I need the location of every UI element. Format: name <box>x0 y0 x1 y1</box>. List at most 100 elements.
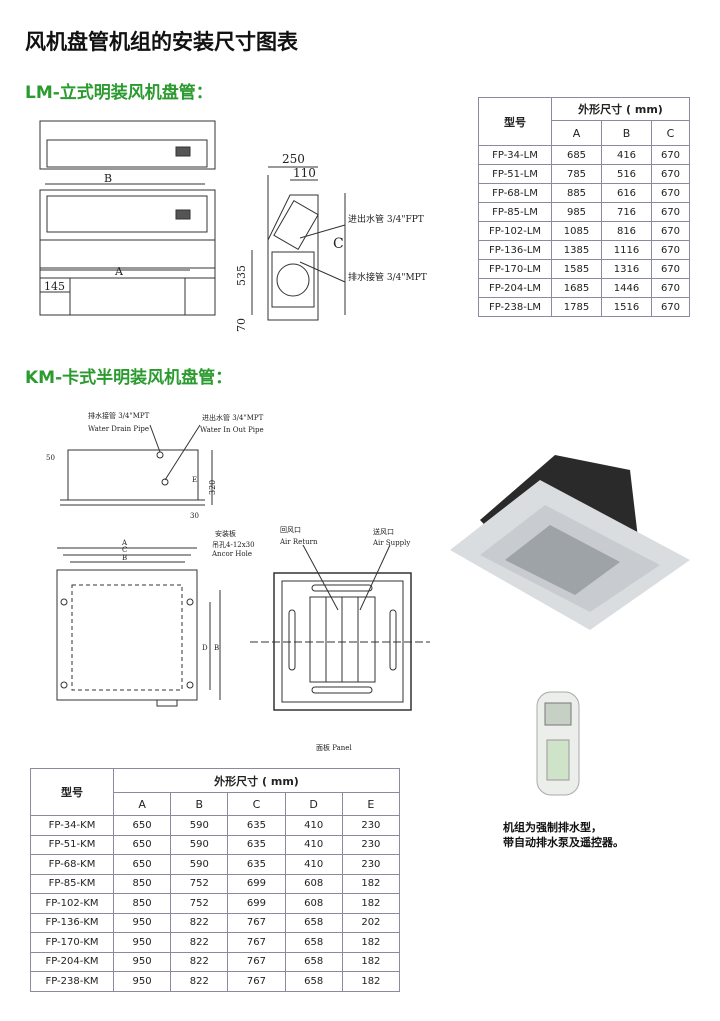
dimension-cell: 1316 <box>601 259 652 279</box>
dimension-cell: 590 <box>170 815 229 836</box>
col-A: A <box>112 792 172 816</box>
dim-C: C <box>333 236 344 252</box>
dimension-cell: 658 <box>284 951 343 972</box>
dimension-cell: 650 <box>112 815 172 836</box>
page-title: 风机盘管机组的安装尺寸图表 <box>25 30 298 54</box>
dim-535: 535 <box>235 265 248 286</box>
dimension-cell: 850 <box>112 893 172 914</box>
dimension-cell: 182 <box>341 873 401 894</box>
dimension-cell: 658 <box>284 912 343 933</box>
dimension-cell: 850 <box>112 873 172 894</box>
dimension-cell: 516 <box>601 164 652 184</box>
col-B: B <box>170 792 229 816</box>
dimension-cell: 182 <box>341 951 401 972</box>
dimension-cell: 670 <box>651 164 690 184</box>
dim-header: 外形尺寸 ( mm) <box>113 768 400 793</box>
dimension-cell: 716 <box>601 202 652 222</box>
dim-30: 30 <box>190 512 199 520</box>
col-B: B <box>601 120 652 146</box>
dimension-cell: 410 <box>284 815 343 836</box>
dimension-cell: 608 <box>284 893 343 914</box>
dimension-cell: 416 <box>601 145 652 165</box>
dimension-cell: 670 <box>651 240 690 260</box>
dimension-cell: 985 <box>551 202 602 222</box>
dim-145: 145 <box>44 280 65 293</box>
model-cell: FP-136-LM <box>478 240 552 260</box>
dimension-cell: 767 <box>227 932 286 953</box>
dimension-cell: 650 <box>112 834 172 855</box>
dimension-cell: 822 <box>170 912 229 933</box>
model-cell: FP-85-LM <box>478 202 552 222</box>
dimension-cell: 699 <box>227 893 286 914</box>
dimension-cell: 658 <box>284 971 343 992</box>
drain-en-label: Water Drain Pipe <box>88 425 149 433</box>
return-cn-label: 回风口 <box>280 526 301 534</box>
model-header: 型号 <box>30 768 114 816</box>
dimension-cell: 752 <box>170 873 229 894</box>
hole-cn-label: 吊孔4-12x30 <box>212 541 255 549</box>
supply-cn-label: 送风口 <box>373 527 394 536</box>
dim-320: 320 <box>208 480 217 495</box>
model-cell: FP-170-LM <box>478 259 552 279</box>
dimension-cell: 767 <box>227 951 286 972</box>
cassette-unit-image <box>450 455 690 630</box>
col-A: A <box>551 120 602 146</box>
dimension-cell: 230 <box>341 815 401 836</box>
km-panel-view <box>250 544 430 711</box>
dimension-cell: 1116 <box>601 240 652 260</box>
plate-label: 安装板 <box>215 529 236 538</box>
model-cell: FP-34-LM <box>478 145 552 165</box>
dimension-cell: 699 <box>227 873 286 894</box>
remote-control-image <box>536 691 580 796</box>
dimension-cell: 950 <box>112 912 172 933</box>
model-cell: FP-102-LM <box>478 221 552 241</box>
dimension-cell: 1785 <box>551 297 602 317</box>
hole-en-label: Ancor Hole <box>211 550 252 558</box>
dimension-cell: 822 <box>170 951 229 972</box>
model-cell: FP-204-KM <box>30 951 114 972</box>
model-cell: FP-102-KM <box>30 893 114 914</box>
dimension-cell: 950 <box>112 971 172 992</box>
dimension-cell: 650 <box>112 854 172 875</box>
dimension-cell: 767 <box>227 971 286 992</box>
dimension-cell: 230 <box>341 854 401 875</box>
km-plan-view <box>56 547 221 707</box>
dimension-cell: 785 <box>551 164 602 184</box>
model-header: 型号 <box>478 97 552 146</box>
dimension-cell: 1446 <box>601 278 652 298</box>
supply-en-label: Air Supply <box>372 539 410 547</box>
model-cell: FP-238-KM <box>30 971 114 992</box>
note-line: 机组为强制排水型， <box>503 821 602 834</box>
dimension-cell: 752 <box>170 893 229 914</box>
return-en-label: Air Return <box>279 538 318 546</box>
dimension-cell: 202 <box>341 912 401 933</box>
dimension-cell: 590 <box>170 854 229 875</box>
dimension-cell: 767 <box>227 912 286 933</box>
panel-label: 面板 Panel <box>316 743 352 752</box>
lm-top-view <box>39 120 216 170</box>
dimension-cell: 670 <box>651 297 690 317</box>
dimension-cell: 816 <box>601 221 652 241</box>
plan-dim-C: C <box>122 546 127 554</box>
dimension-cell: 1685 <box>551 278 602 298</box>
dim-110: 110 <box>293 166 316 180</box>
dim-header: 外形尺寸 ( mm) <box>551 97 690 121</box>
dimension-cell: 670 <box>651 278 690 298</box>
lm-heading: LM-立式明装风机盘管： <box>25 83 213 103</box>
col-E: E <box>341 792 401 816</box>
dimension-cell: 1385 <box>551 240 602 260</box>
dimension-cell: 635 <box>227 834 286 855</box>
plan-dim-B: B <box>122 554 127 562</box>
